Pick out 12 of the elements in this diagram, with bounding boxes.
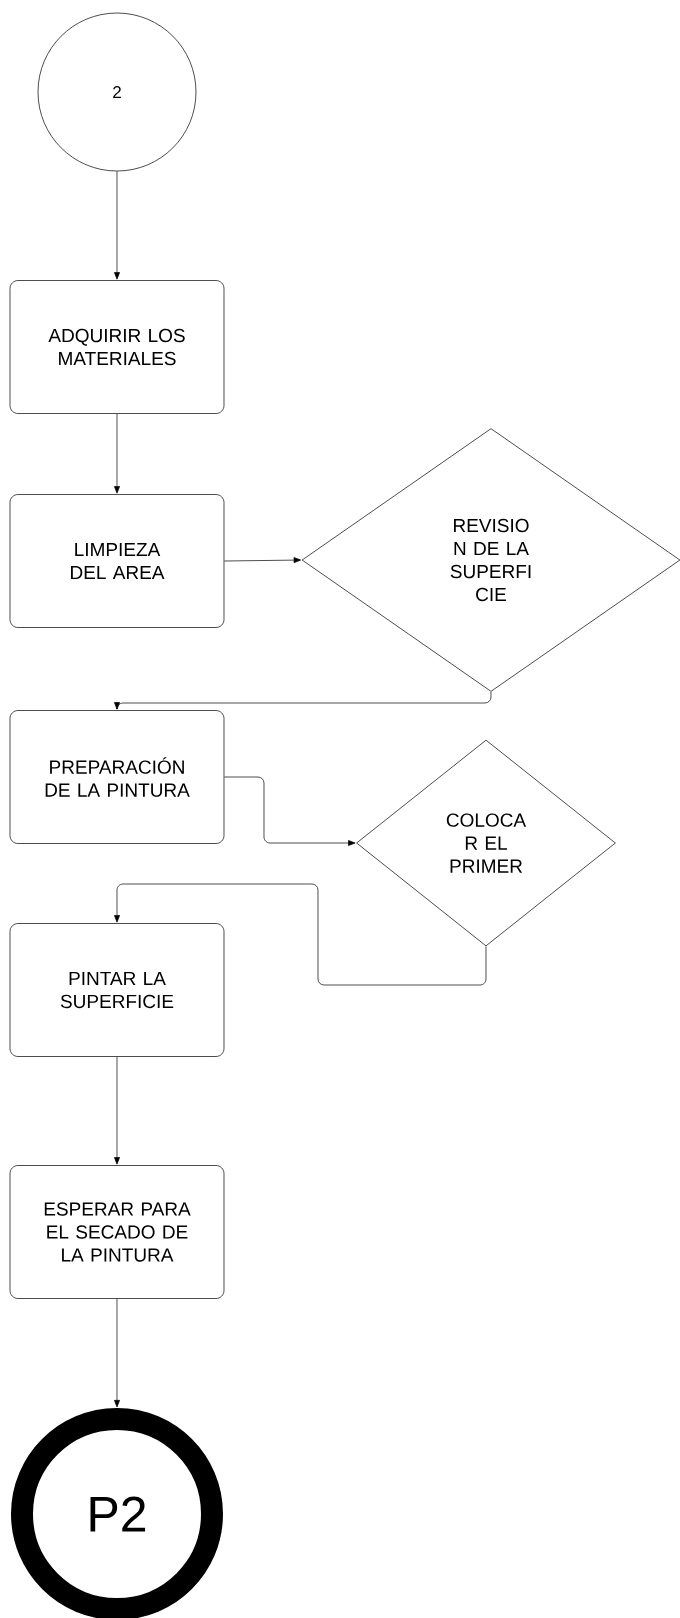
arrow [114, 413, 120, 494]
arrow [224, 776, 356, 846]
process-box: PREPARACIÓN DE LA PINTURA [9, 710, 225, 844]
arrow [114, 1056, 120, 1165]
arrow [114, 883, 487, 986]
process-box: ESPERAR PARA EL SECADO DE LA PINTURA [9, 1165, 225, 1299]
process-box: ADQUIRIR LOS MATERIALES [9, 280, 225, 414]
process-box: PINTAR LA SUPERFICIE [9, 923, 225, 1057]
arrow [224, 557, 301, 564]
process-box: LIMPIEZA DEL AREA [9, 494, 225, 628]
arrow [114, 1298, 120, 1408]
arrow [114, 171, 120, 280]
